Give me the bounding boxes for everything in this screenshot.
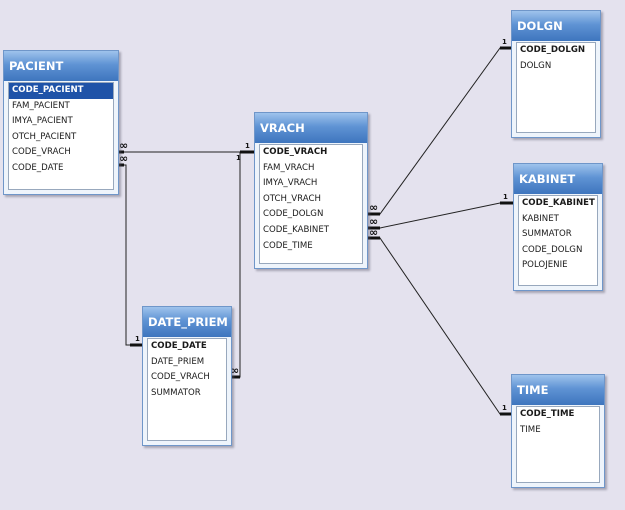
- rel-many-marker: ∞: [369, 215, 378, 228]
- rel-line-vrach-dolgn: [367, 47, 512, 215]
- field-item[interactable]: CODE_DATE: [12, 162, 64, 173]
- rel-one-marker: 1: [503, 193, 508, 201]
- field-item[interactable]: CODE_TIME: [263, 240, 313, 251]
- field-list: CODE_VRACH FAM_VRACH IMYA_VRACH OTCH_VRA…: [259, 144, 363, 264]
- rel-one-marker: 1: [502, 38, 507, 46]
- field-item[interactable]: IMYA_PACIENT: [12, 116, 73, 127]
- rel-many-marker: ∞: [119, 152, 128, 165]
- field-list: CODE_TIME TIME: [516, 406, 600, 483]
- field-list: CODE_KABINET KABINET SUMMATOR CODE_DOLGN…: [518, 195, 598, 286]
- table-title[interactable]: TIME: [512, 375, 604, 405]
- table-title[interactable]: KABINET: [514, 164, 602, 194]
- field-item[interactable]: CODE_TIME: [520, 409, 575, 419]
- table-kabinet[interactable]: KABINET CODE_KABINET KABINET SUMMATOR CO…: [513, 163, 603, 291]
- table-title[interactable]: PACIENT: [4, 51, 118, 81]
- field-item[interactable]: CODE_KABINET: [263, 224, 330, 235]
- field-item[interactable]: KABINET: [522, 213, 559, 224]
- table-pacient[interactable]: PACIENT CODE_PACIENT FAM_PACIENT IMYA_PA…: [3, 50, 119, 195]
- field-item[interactable]: SUMMATOR: [151, 387, 201, 398]
- field-item[interactable]: FAM_VRACH: [263, 162, 315, 173]
- field-item[interactable]: CODE_DOLGN: [520, 45, 586, 55]
- field-item[interactable]: CODE_VRACH: [151, 372, 210, 383]
- field-item[interactable]: DOLGN: [520, 60, 552, 71]
- field-item[interactable]: CODE_DOLGN: [263, 209, 324, 220]
- table-title[interactable]: VRACH: [255, 113, 367, 143]
- table-title[interactable]: DATE_PRIEM: [143, 307, 231, 337]
- field-item[interactable]: CODE_PACIENT: [9, 83, 113, 99]
- rel-many-marker: ∞: [119, 139, 128, 152]
- rel-one-marker: 1: [245, 142, 250, 150]
- table-dolgn[interactable]: DOLGN CODE_DOLGN DOLGN: [511, 10, 601, 138]
- field-item[interactable]: SUMMATOR: [522, 229, 572, 240]
- table-date-priem[interactable]: DATE_PRIEM CODE_DATE DATE_PRIEM CODE_VRA…: [142, 306, 232, 446]
- rel-many-marker: ∞: [369, 201, 378, 214]
- field-item[interactable]: CODE_DATE: [151, 341, 207, 351]
- field-item[interactable]: FAM_PACIENT: [12, 100, 70, 111]
- rel-line-vrach-time: [367, 237, 512, 415]
- field-item[interactable]: DATE_PRIEM: [151, 356, 205, 367]
- field-item[interactable]: POLOJENIE: [522, 260, 568, 271]
- field-item[interactable]: OTCH_VRACH: [263, 193, 321, 204]
- field-item[interactable]: CODE_DOLGN: [522, 244, 583, 255]
- table-time[interactable]: TIME CODE_TIME TIME: [511, 374, 605, 488]
- rel-one-marker: 1: [502, 404, 507, 412]
- field-item[interactable]: CODE_KABINET: [522, 198, 595, 208]
- field-list: CODE_PACIENT FAM_PACIENT IMYA_PACIENT OT…: [8, 82, 114, 190]
- table-vrach[interactable]: VRACH CODE_VRACH FAM_VRACH IMYA_VRACH OT…: [254, 112, 368, 269]
- field-item[interactable]: CODE_VRACH: [12, 147, 71, 158]
- rel-one-marker: 1: [135, 335, 140, 343]
- rel-line-date-vrach: [231, 152, 241, 378]
- rel-one-marker: 1: [236, 154, 241, 162]
- field-item[interactable]: TIME: [520, 424, 541, 435]
- rel-line-vrach-kabinet: [367, 202, 514, 229]
- rel-many-marker: ∞: [369, 226, 378, 239]
- rel-line-pacient-date: [117, 164, 143, 346]
- table-title[interactable]: DOLGN: [512, 11, 600, 41]
- field-item[interactable]: CODE_VRACH: [263, 147, 328, 157]
- field-item[interactable]: OTCH_PACIENT: [12, 131, 77, 142]
- field-item[interactable]: IMYA_VRACH: [263, 178, 318, 189]
- field-list: CODE_DATE DATE_PRIEM CODE_VRACH SUMMATOR: [147, 338, 227, 441]
- field-list: CODE_DOLGN DOLGN: [516, 42, 596, 133]
